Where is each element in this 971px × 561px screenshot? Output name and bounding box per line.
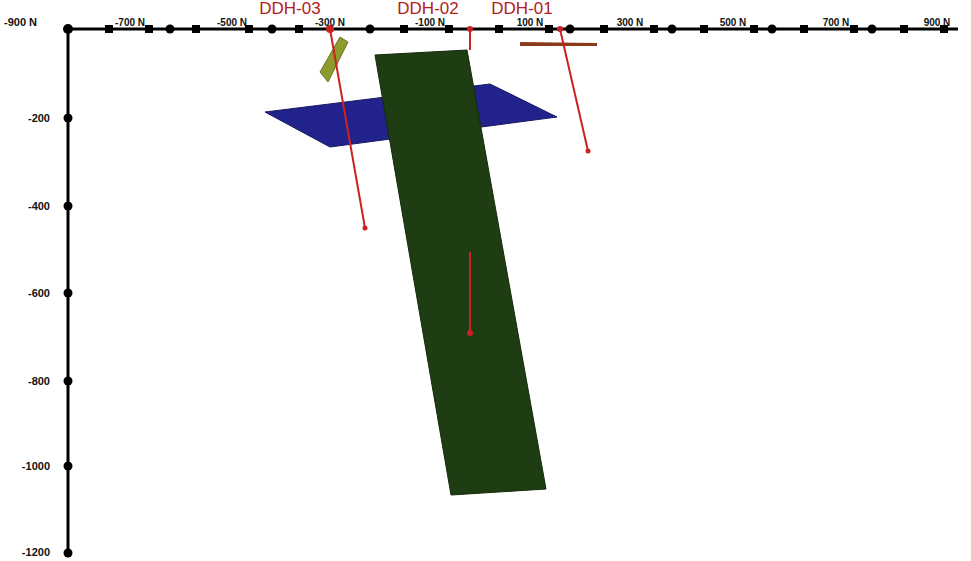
drillhole-end <box>363 226 368 231</box>
axis-label: -200 <box>28 112 50 125</box>
dike-body <box>375 50 546 495</box>
axis-label: -1000 <box>22 460 50 473</box>
axis-ticks <box>64 114 73 558</box>
collar-dot <box>557 26 563 32</box>
drillhole-end <box>467 330 473 336</box>
drillhole-name: DDH-02 <box>397 0 458 17</box>
axis-label: -100 N <box>415 17 445 28</box>
axis-label: -800 <box>28 375 50 388</box>
drillhole-trace <box>330 29 365 228</box>
axis-ticks <box>63 24 948 34</box>
axis-label: 300 N <box>617 17 644 28</box>
axis-label: 100 N <box>517 17 544 28</box>
axis-label: -700 N <box>115 17 145 28</box>
collar-dot <box>467 26 473 32</box>
drillhole-end <box>586 149 591 154</box>
vein-body <box>320 37 348 82</box>
axis-label: -900 N <box>4 16 37 29</box>
sill-body <box>520 42 597 46</box>
drillhole-trace <box>469 29 471 50</box>
drillhole-trace <box>560 29 588 151</box>
axis-label: 500 N <box>720 17 747 28</box>
axis-label: -400 <box>28 200 50 213</box>
drillhole-name: DDH-03 <box>259 0 320 17</box>
axis-label: 900 N <box>924 17 951 28</box>
axis-label: -1200 <box>22 546 50 559</box>
drillhole-trace <box>469 252 471 333</box>
axis-label: 700 N <box>823 17 850 28</box>
axis-label: -300 N <box>315 17 345 28</box>
drillhole-name: DDH-01 <box>491 0 552 17</box>
axis-label: -500 N <box>217 17 247 28</box>
axis-label: -600 <box>28 287 50 300</box>
